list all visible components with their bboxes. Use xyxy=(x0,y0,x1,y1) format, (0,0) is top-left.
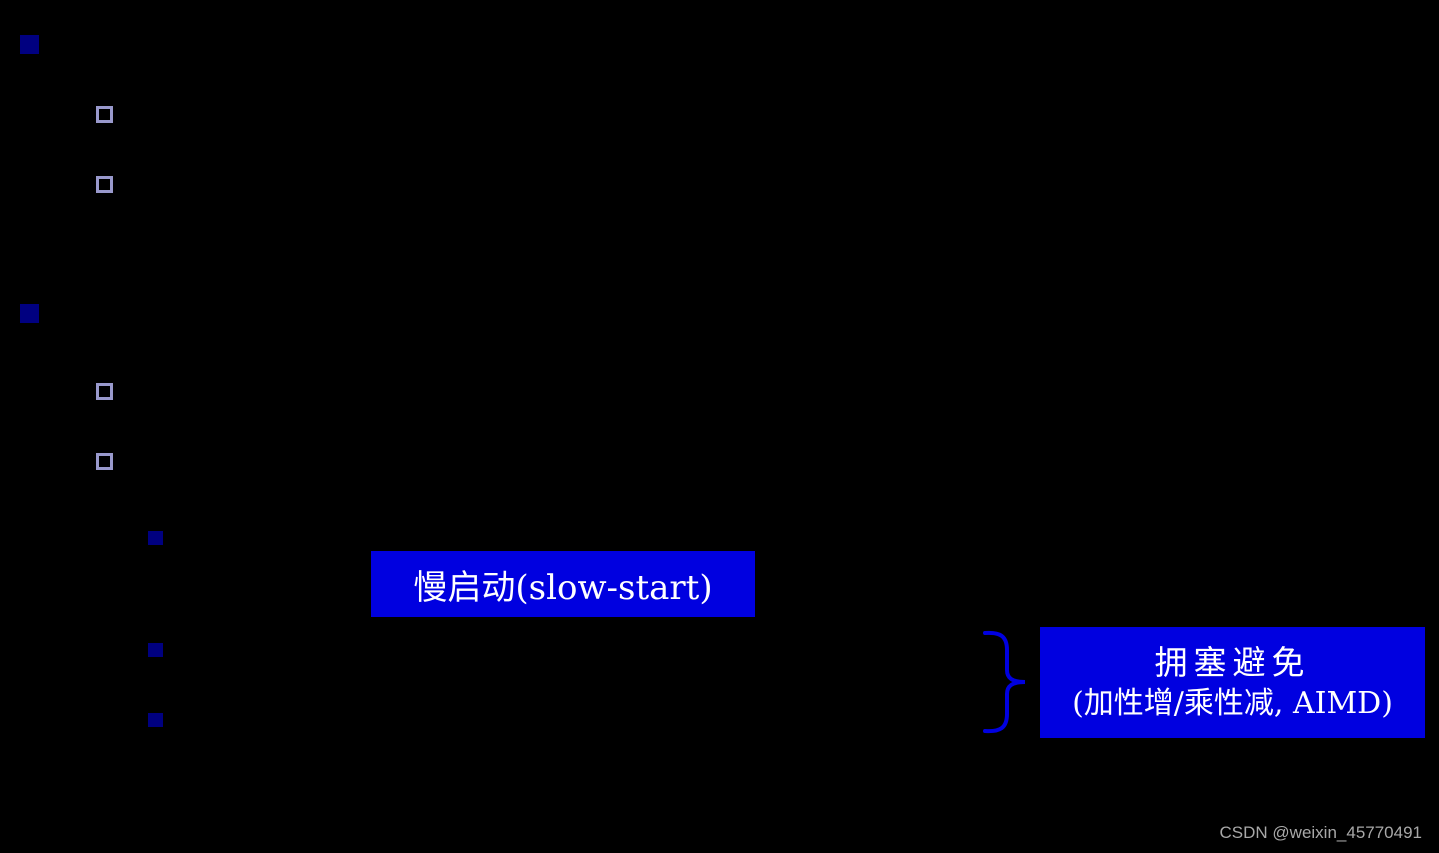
hollow-square-bullet-icon xyxy=(96,176,113,193)
congestion-avoidance-title: 拥塞避免 xyxy=(1154,642,1311,682)
congestion-avoidance-callout: 拥塞避免 (加性增/乘性减, AIMD) xyxy=(1040,627,1425,738)
filled-small-square-bullet-icon xyxy=(148,713,163,727)
filled-square-bullet-icon xyxy=(20,35,39,54)
slow-start-label: 慢启动(slow-start) xyxy=(413,567,713,608)
filled-small-square-bullet-icon xyxy=(148,643,163,657)
hollow-square-bullet-icon xyxy=(96,453,113,470)
hollow-square-bullet-icon xyxy=(96,106,113,123)
congestion-avoidance-subtitle: (加性增/乘性减, AIMD) xyxy=(1072,686,1393,722)
hollow-square-bullet-icon xyxy=(96,383,113,400)
filled-square-bullet-icon xyxy=(20,304,39,323)
filled-small-square-bullet-icon xyxy=(148,531,163,545)
slow-start-callout: 慢启动(slow-start) xyxy=(371,551,755,617)
right-curly-brace-icon xyxy=(983,630,1026,734)
watermark: CSDN @weixin_45770491 xyxy=(1219,823,1422,842)
